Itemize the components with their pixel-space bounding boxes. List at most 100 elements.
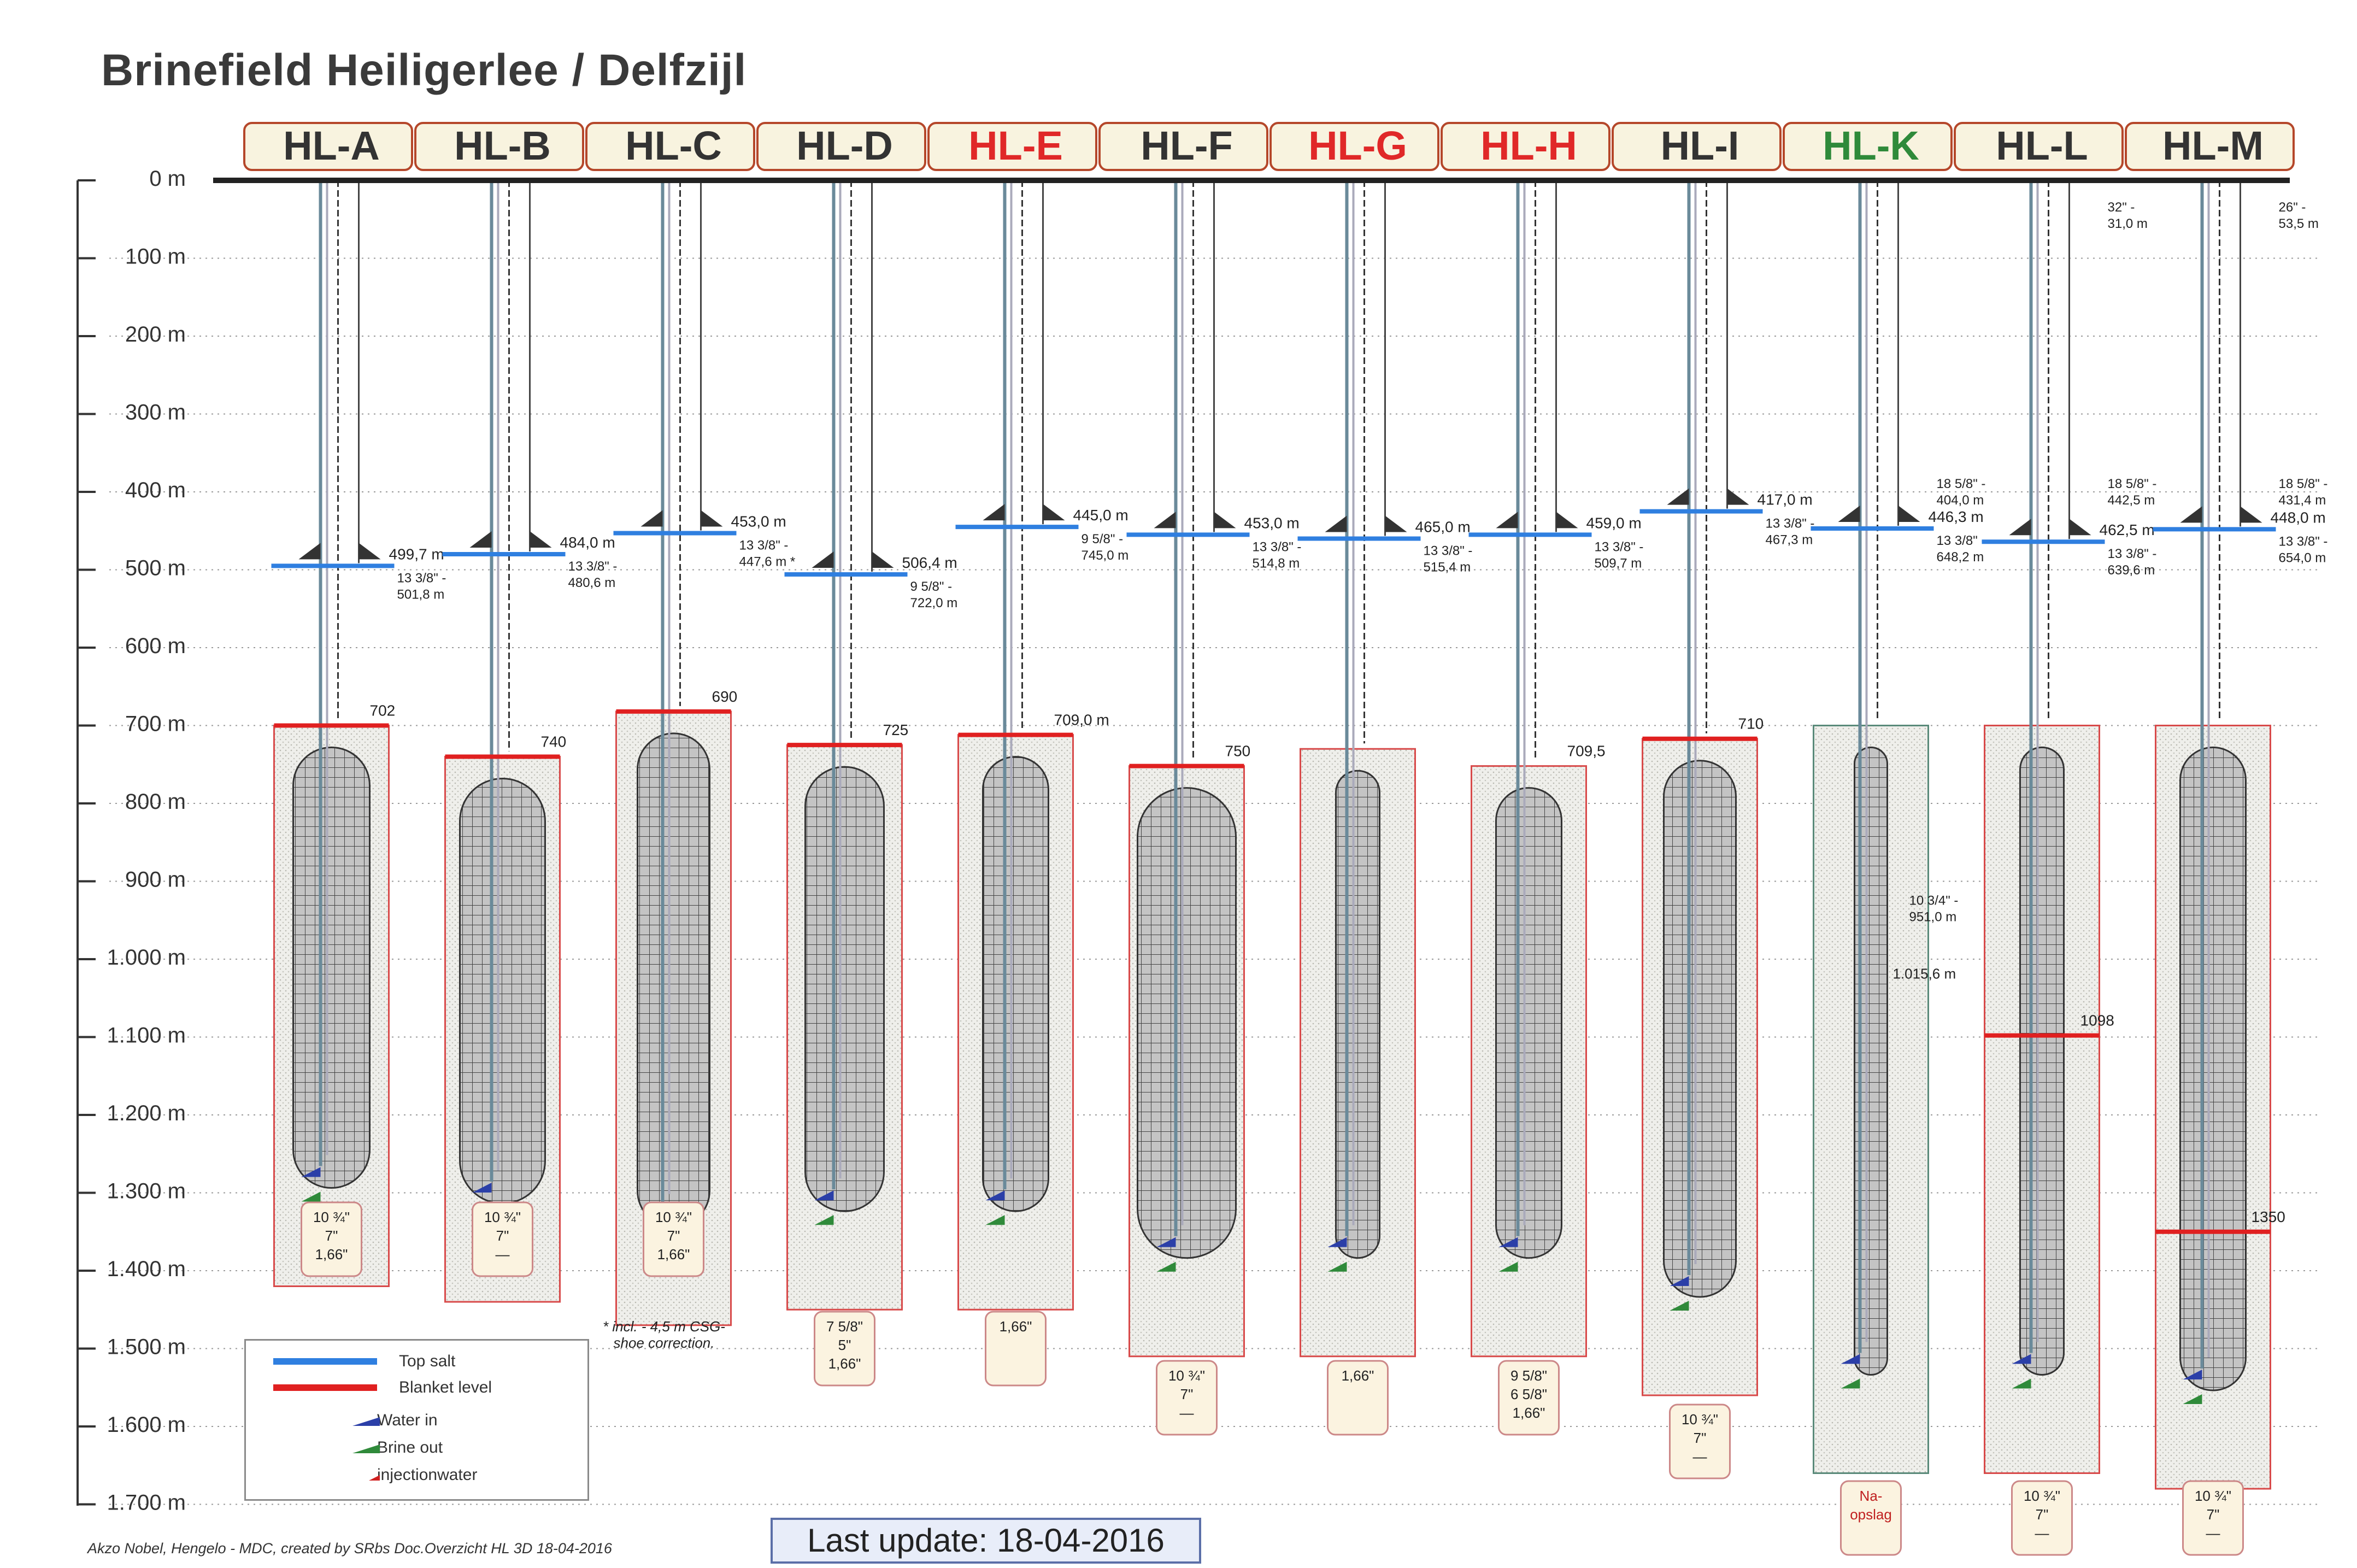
well-name-label: HL-D	[796, 123, 893, 168]
depth-label: 200 m	[125, 322, 186, 347]
top-salt-depth-label: 484,0 m	[560, 534, 615, 551]
last-update-badge: Last update: 18-04-2016	[771, 1518, 1201, 1564]
cavern-shape	[1495, 787, 1562, 1259]
legend-label: Top salt	[399, 1352, 456, 1370]
upper-casing-label: 18 5/8" -431,4 m	[2279, 477, 2328, 508]
cavern-shape	[982, 756, 1049, 1212]
well-header-tab	[2125, 122, 2295, 171]
casing-shoe-icon	[2240, 506, 2262, 523]
well-name-label: HL-I	[1661, 123, 1739, 168]
water-in-flag-icon	[352, 1417, 380, 1426]
brine-out-flag-icon	[1156, 1261, 1176, 1272]
casing-spec-box	[472, 1201, 533, 1277]
conductor-label: 26" -53,5 m	[2279, 200, 2319, 231]
cavern-shape	[1663, 760, 1737, 1298]
well-header-tab	[927, 122, 1097, 171]
casing-shoe-label: 13 3/8" -467,3 m	[1766, 516, 1815, 548]
water-in-flag-icon	[1670, 1276, 1689, 1286]
casing-shoe-icon	[1325, 515, 1347, 532]
casing-shoe-label: 13 3/8" -654,0 m	[2279, 534, 2328, 565]
depth-label: 1.700 m	[107, 1491, 186, 1515]
blanket-depth-label: 709,5	[1567, 743, 1606, 760]
legend-label: Brine out	[377, 1438, 443, 1457]
injectionwater-flag-icon	[369, 1475, 380, 1481]
casing-shoe-icon	[1667, 488, 1689, 505]
legend-flag-icons	[352, 1417, 380, 1481]
casing-shoe-icon	[983, 504, 1005, 521]
casing-shoe-icon	[1214, 512, 1236, 528]
blanket-depth-label: 1350	[2252, 1208, 2285, 1225]
well-name-label: HL-G	[1308, 123, 1407, 168]
brine-out-flag-icon	[814, 1215, 834, 1225]
depth-label: 1.400 m	[107, 1257, 186, 1281]
legend-label: Blanket level	[399, 1378, 492, 1396]
brine-out-flag-icon	[2183, 1394, 2202, 1404]
water-in-flag-icon	[985, 1190, 1005, 1201]
brine-out-flag-icon	[985, 1215, 1005, 1225]
casing-spec-box	[1840, 1480, 1902, 1556]
blanket-depth-label: 1098	[2080, 1012, 2114, 1029]
legend-label: injectionwater	[377, 1466, 478, 1484]
well-header-tab	[1098, 122, 1268, 171]
top-salt-depth-label: 445,0 m	[1073, 507, 1128, 524]
casing-shoe-icon	[1154, 512, 1176, 528]
well-name-label: HL-K	[1823, 123, 1919, 168]
production-casing-label: 10 3/4" -951,0 m	[1909, 893, 1959, 924]
casing-shoe-icon	[2009, 519, 2031, 536]
legend-item-injectionwater: injectionwater	[355, 1464, 477, 1486]
well-name-label: HL-E	[968, 123, 1063, 168]
casing-shoe-label: 13 3/8" -447,6 m *	[739, 538, 796, 569]
depth-label: 0 m	[149, 167, 186, 191]
casing-spec-label: 10 ¾"7"—	[484, 1209, 521, 1262]
casing-spec-box	[643, 1201, 704, 1277]
well-header-tab	[1441, 122, 1610, 171]
water-in-flag-icon	[1841, 1354, 1860, 1364]
casing-spec-box	[1156, 1360, 1218, 1436]
cavern-shape	[637, 732, 710, 1228]
water-in-flag-icon	[301, 1167, 321, 1177]
casing-shoe-icon	[2180, 506, 2202, 523]
hl-c-footnote: * incl. - 4,5 m CSG- shoe correction.	[603, 1318, 725, 1351]
well-header-tab	[414, 122, 584, 171]
casing-shoe-icon	[1385, 515, 1407, 532]
blanket-depth-label: 709,0 m	[1054, 712, 1109, 729]
brine-out-flag-icon	[352, 1444, 380, 1453]
depth-label: 600 m	[125, 634, 186, 658]
top-salt-depth-label: 453,0 m	[1244, 514, 1300, 531]
casing-shoe-icon	[2069, 519, 2091, 536]
water-in-flag-icon	[1498, 1237, 1518, 1247]
casing-shoe-label: 13 3/8" -514,8 m	[1253, 539, 1302, 571]
diagram-title: Brinefield Heiligerlee / Delfzijl	[101, 45, 747, 95]
well-header-tab	[1954, 122, 2124, 171]
casing-shoe-label: 13 3/8" -648,2 m	[1937, 533, 1986, 565]
water-in-flag-icon	[1327, 1237, 1347, 1247]
casing-shoe-icon	[640, 510, 663, 527]
top-salt-depth-label: 462,5 m	[2100, 521, 2155, 538]
casing-shoe-icon	[469, 531, 492, 548]
casing-spec-box	[2011, 1480, 2073, 1556]
top-salt-depth-label: 465,0 m	[1415, 519, 1471, 536]
upper-casing-label: 18 5/8" -404,0 m	[1937, 477, 1986, 508]
depth-label: 1.500 m	[107, 1335, 186, 1359]
casing-shoe-icon	[701, 510, 723, 527]
casing-shoe-icon	[1496, 512, 1518, 528]
casing-spec-label: 10 ¾"7"—	[2024, 1488, 2060, 1541]
cavern-shape	[2179, 747, 2247, 1391]
well-name-label: HL-L	[1996, 123, 2088, 168]
casing-spec-label: 1,66"	[1342, 1367, 1374, 1384]
casing-shoe-icon	[1898, 505, 1920, 522]
well-name-label: HL-H	[1480, 123, 1577, 168]
depth-label: 400 m	[125, 478, 186, 502]
top-salt-depth-label: 506,4 m	[902, 554, 957, 571]
casing-spec-label: 10 ¾"7"1,66"	[655, 1209, 692, 1262]
casing-shoe-label: 13 3/8" -480,6 m	[568, 559, 618, 590]
cavern-shape	[1137, 787, 1237, 1259]
water-in-flag-icon	[472, 1183, 492, 1193]
cavern-shape	[292, 747, 371, 1189]
legend: Top salt Blanket level Water in Brine ou…	[244, 1339, 589, 1501]
depth-label: 300 m	[125, 401, 186, 425]
legend-item-brine-out: Brine out	[355, 1437, 443, 1459]
